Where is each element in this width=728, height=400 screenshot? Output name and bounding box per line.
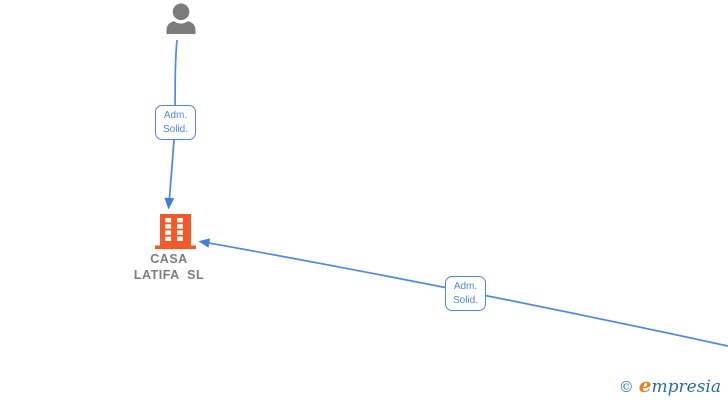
edge-label-2-line1: Adm.: [453, 281, 478, 292]
edge-label-2-line2: Solid.: [452, 294, 478, 306]
person-icon: [166, 3, 196, 34]
company-name-line2: LATIFA SL: [133, 267, 205, 282]
building-icon: [155, 214, 196, 250]
edge-person-to-company-arrowhead: [164, 197, 175, 210]
company-name-label: CASA LATIFA SL: [99, 252, 239, 283]
edge-offscreen-to-company-arrowhead: [198, 238, 211, 248]
edge-label-1-line2: Solid.: [162, 123, 188, 135]
company-node[interactable]: [154, 213, 197, 250]
company-name-line1: CASA: [150, 252, 188, 266]
copyright-icon: ©: [618, 378, 634, 396]
edge-label-adm-solid-2[interactable]: Adm. Solid.: [445, 276, 486, 311]
edge-label-adm-solid-1[interactable]: Adm. Solid.: [155, 105, 196, 140]
watermark-brand-rest: mpresia: [651, 377, 722, 397]
edge-label-1-line1: Adm.: [163, 110, 188, 121]
watermark-brand-initial: e: [638, 373, 652, 397]
person-node[interactable]: [163, 3, 199, 35]
empresia-watermark: ©empresia: [619, 375, 721, 397]
